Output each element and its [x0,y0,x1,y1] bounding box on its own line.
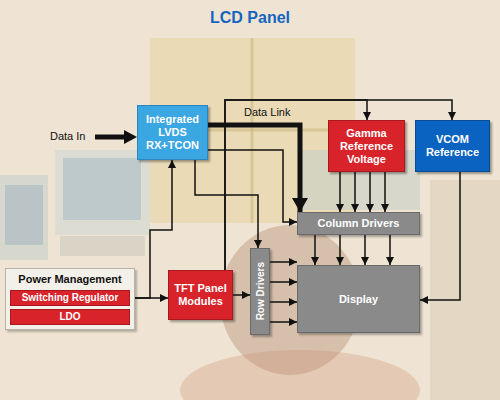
desk-side [430,180,500,400]
signal-connector [369,172,371,212]
signal-connector [384,172,386,212]
data-in-arrowhead [124,130,137,144]
signal-connector [195,160,258,248]
signal-connector [339,172,341,212]
power-bar: LDO [10,309,130,325]
monitor-left [0,175,48,260]
connector-label: Data Link [244,106,290,118]
node-text: Switching Regulator [22,292,119,304]
signal-connector [208,125,300,212]
signal-connector [354,172,356,212]
node-text: Row Drivers [254,262,267,320]
signal-connector [389,235,391,265]
signal-connector [135,297,168,299]
node-text: VCOM Reference [416,133,489,159]
monitor-screen [63,158,141,220]
signal-connector [225,100,452,270]
node-text: Column Drivers [318,217,400,230]
reference-box: VCOM Reference [415,120,490,172]
signal-connector [233,294,250,296]
group-panel: Power ManagementSwitching RegulatorLDO [5,268,135,330]
signal-connector [270,281,297,283]
signal-connector [314,235,316,265]
diagram-title: LCD Panel [0,9,500,27]
signal-connector [339,235,341,265]
node-text: Power Management [6,269,134,286]
keyboard [60,236,145,256]
node-text: Gamma Reference Voltage [329,127,404,166]
signal-connector [420,172,460,300]
module-box: TFT Panel Modules [168,270,233,320]
node-text: Integrated LVDS RX+TCON [138,113,207,152]
signal-connector [135,160,172,298]
node-text: TFT Panel Modules [169,282,232,308]
signal-connector [364,235,366,265]
monitor-center [55,150,150,235]
power-bar: Switching Regulator [10,290,130,306]
node-text: LDO [59,311,80,323]
signal-connector [225,100,367,270]
interface-box: Integrated LVDS RX+TCON [137,105,208,160]
data-in-arrow [95,135,126,140]
signal-label: Data In [50,130,85,142]
reference-box: Gamma Reference Voltage [328,120,405,172]
signal-connector [270,261,297,263]
monitor-screen [5,185,43,245]
display-box: Display [297,265,420,333]
signal-connector [270,301,297,303]
driver-box: Column Drivers [297,212,420,235]
shoulders [180,350,420,400]
signal-connector [270,321,297,323]
node-text: Display [339,293,378,306]
driver-box: Row Drivers [250,248,270,335]
signal-connector [208,150,297,222]
